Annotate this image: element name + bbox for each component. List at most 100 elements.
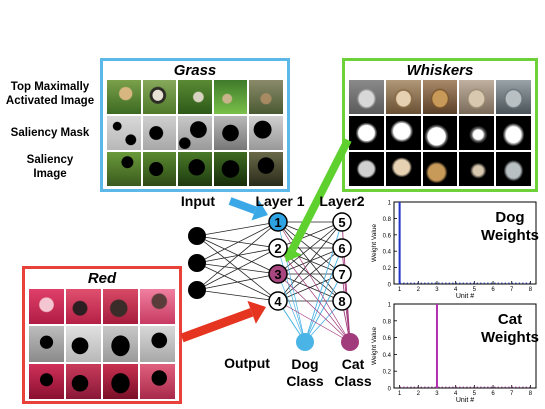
thumbnail-image bbox=[496, 116, 531, 150]
thumbnail-image bbox=[66, 363, 101, 399]
thumbnail-image bbox=[140, 363, 175, 399]
row-label-top-activated: Top Maximally Activated Image bbox=[5, 81, 95, 107]
dog-class-node bbox=[296, 333, 314, 351]
thumbnail-image bbox=[249, 116, 283, 150]
y-tick-label: 0.6 bbox=[383, 336, 392, 342]
x-tick-label: 7 bbox=[510, 287, 514, 293]
y-tick-label: 0.2 bbox=[383, 370, 392, 376]
x-tick-label: 5 bbox=[473, 287, 477, 293]
input-layer1-edge bbox=[196, 221, 279, 237]
input-label: Input bbox=[180, 193, 216, 209]
thumbnail-image bbox=[422, 152, 458, 186]
x-tick-label: 7 bbox=[510, 391, 514, 397]
thumbnail-image bbox=[213, 116, 248, 150]
y-tick-label: 0.2 bbox=[383, 266, 392, 272]
y-tick-label: 1 bbox=[388, 201, 392, 207]
chart-title: Dog bbox=[495, 209, 524, 226]
red-panel: Red bbox=[22, 266, 182, 404]
input-layer1-edge bbox=[196, 235, 279, 275]
weight-bar bbox=[435, 304, 438, 388]
cat-class-edge bbox=[277, 300, 351, 343]
thumbnail-image bbox=[29, 363, 64, 399]
layer2-node: 7 bbox=[332, 264, 352, 284]
y-tick-label: 0.4 bbox=[383, 353, 392, 359]
thumbnail-image bbox=[249, 80, 283, 114]
grass-panel: Grass bbox=[100, 58, 290, 192]
cat-class-label: Cat Class bbox=[334, 356, 372, 389]
thumbnail-image bbox=[459, 116, 495, 150]
thumbnail-image bbox=[385, 116, 421, 150]
layer2-node-label: 7 bbox=[338, 267, 345, 282]
row-label-saliency-mask: Saliency Mask bbox=[10, 127, 90, 139]
x-tick-label: 8 bbox=[529, 287, 533, 293]
layer1-node: 4 bbox=[268, 291, 288, 311]
thumbnail-image bbox=[66, 326, 101, 362]
thumbnail-image bbox=[496, 152, 531, 186]
thumbnail-image bbox=[249, 152, 283, 186]
x-tick-label: 1 bbox=[398, 287, 402, 293]
y-tick-label: 0.8 bbox=[383, 217, 392, 223]
chart-title: Weights bbox=[481, 227, 539, 244]
thumbnail-image bbox=[140, 326, 175, 362]
grass-image-grid bbox=[107, 80, 283, 186]
x-tick-label: 3 bbox=[435, 287, 439, 293]
cat-class-edge bbox=[277, 221, 351, 343]
thumbnail-image bbox=[349, 152, 384, 186]
thumbnail-image bbox=[29, 326, 64, 362]
thumbnail-image bbox=[29, 289, 64, 325]
cat-class-edge bbox=[277, 247, 351, 343]
row-label-saliency-image: Saliency Image bbox=[26, 154, 74, 180]
chart-frame bbox=[393, 201, 537, 285]
thumbnail-image bbox=[178, 116, 212, 150]
input-layer1-edge bbox=[196, 289, 279, 302]
x-axis-label: Unit # bbox=[456, 293, 474, 300]
whiskers-panel-title: Whiskers bbox=[406, 62, 474, 79]
x-tick-label: 1 bbox=[398, 391, 402, 397]
x-tick-label: 4 bbox=[454, 287, 458, 293]
thumbnail-image bbox=[140, 289, 175, 325]
x-tick-label: 6 bbox=[491, 391, 495, 397]
layer1-layer2-edge bbox=[277, 221, 343, 302]
layer2-node-label: 8 bbox=[338, 294, 345, 309]
y-axis-label: Weight Value bbox=[371, 224, 378, 262]
thumbnail-image bbox=[107, 80, 141, 114]
layer1-node-label: 4 bbox=[274, 294, 282, 309]
input-node bbox=[188, 227, 206, 245]
chart-title: Weights bbox=[481, 329, 539, 346]
whiskers-image-grid bbox=[349, 80, 531, 186]
thumbnail-image bbox=[142, 152, 177, 186]
network-edges bbox=[196, 221, 351, 343]
thumbnail-image bbox=[213, 152, 248, 186]
x-tick-label: 2 bbox=[417, 391, 421, 397]
layer1-node-label: 2 bbox=[274, 241, 281, 256]
whiskers-panel: Whiskers bbox=[342, 58, 538, 192]
y-tick-label: 0.6 bbox=[383, 233, 392, 239]
thumbnail-image bbox=[107, 152, 141, 186]
layer2-node-label: 6 bbox=[338, 241, 345, 256]
x-tick-label: 3 bbox=[435, 391, 439, 397]
y-tick-label: 0 bbox=[388, 387, 392, 393]
red-panel-title: Red bbox=[87, 270, 117, 287]
thumbnail-image bbox=[178, 152, 212, 186]
thumbnail-image bbox=[385, 152, 421, 186]
layer2-label: Layer2 bbox=[319, 193, 365, 209]
thumbnail-image bbox=[107, 116, 141, 150]
layer2-node: 8 bbox=[332, 291, 352, 311]
thumbnail-image bbox=[422, 116, 458, 150]
layer1-node: 2 bbox=[268, 238, 288, 258]
x-axis-label: Unit # bbox=[456, 397, 474, 404]
red-image-grid bbox=[29, 289, 175, 399]
dog-class-label: Dog Class bbox=[286, 356, 324, 389]
layer1-label: Layer 1 bbox=[255, 193, 305, 209]
cat-class-node bbox=[341, 333, 359, 351]
input-node bbox=[188, 254, 206, 272]
thumbnail-image bbox=[66, 289, 101, 325]
thumbnail-image bbox=[459, 152, 495, 186]
input-layer1-edge bbox=[196, 235, 279, 249]
layer1-node: 1 bbox=[268, 212, 288, 232]
input-layer1-edge bbox=[196, 221, 279, 264]
input-layer1-edge bbox=[196, 221, 279, 291]
